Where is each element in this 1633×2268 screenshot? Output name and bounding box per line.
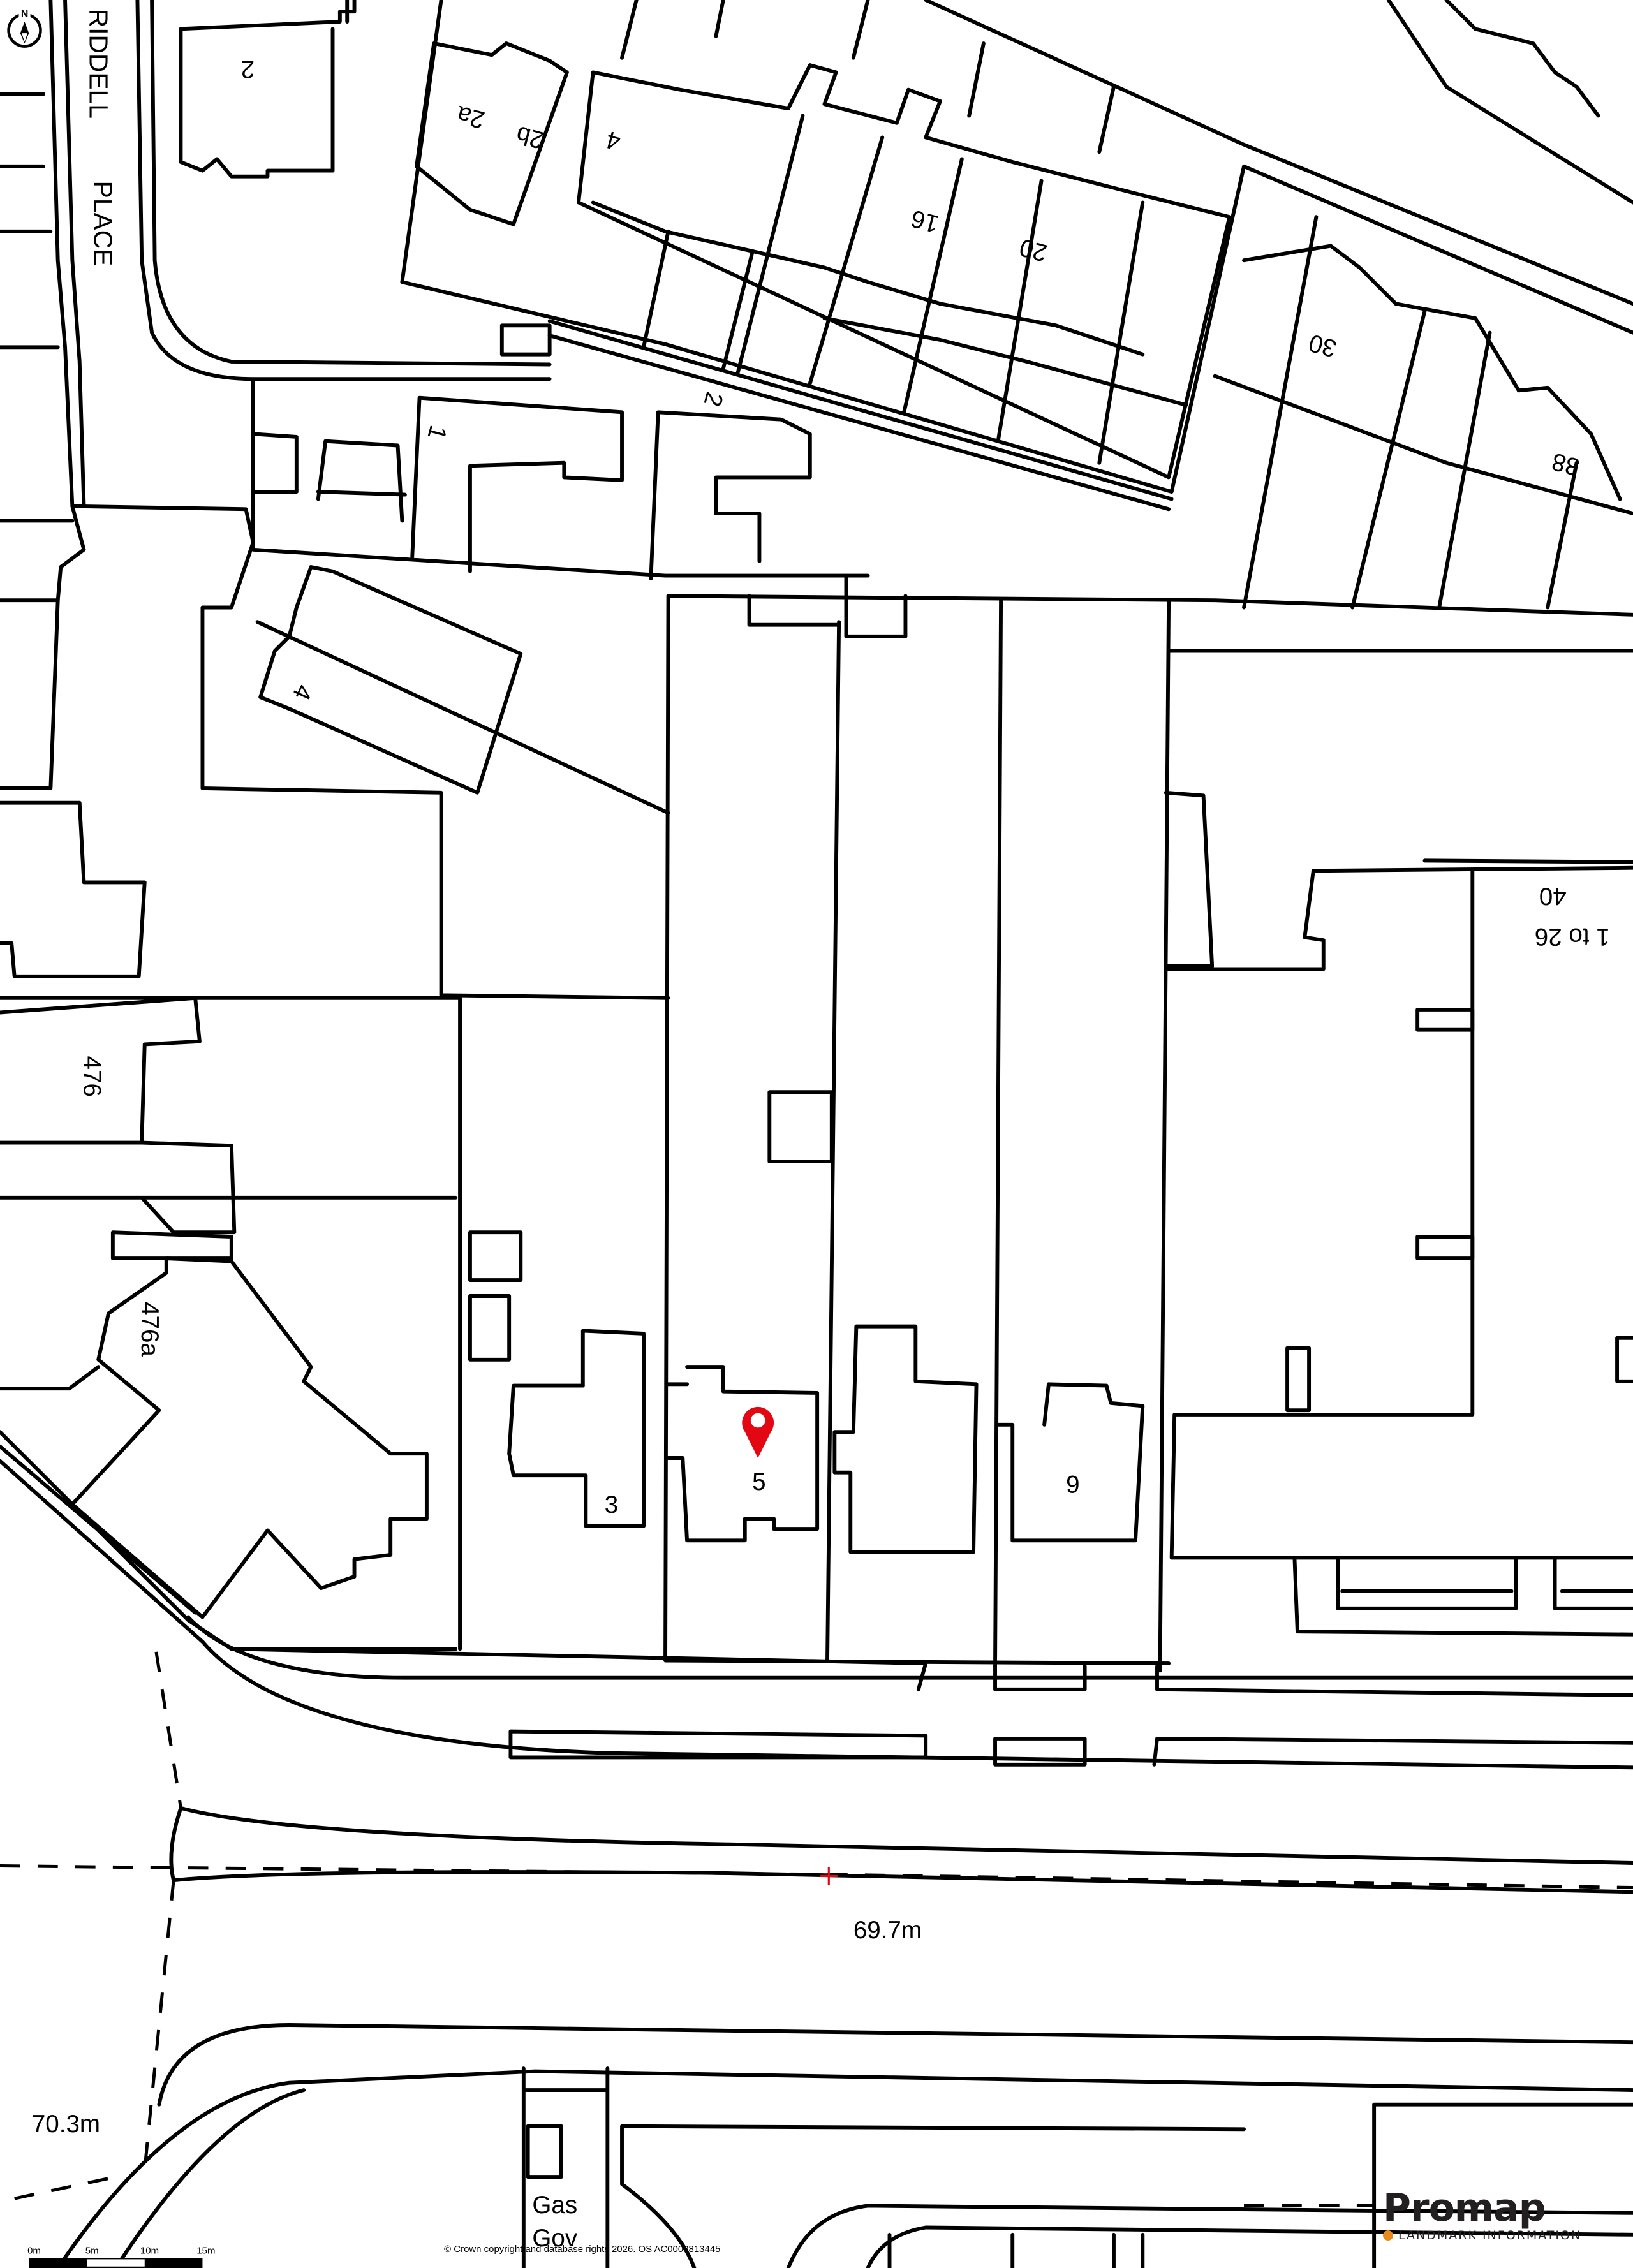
spot-height: 69.7m — [853, 1917, 922, 1944]
house-number: 3 — [605, 1491, 618, 1519]
scale-bar: 0m 5m 10m 15m — [27, 2245, 215, 2268]
feature-label-gov: Gov — [532, 2225, 577, 2252]
street-label-place: PLACE — [88, 180, 117, 266]
spot-height: 70.3m — [32, 2110, 100, 2138]
feature-label-gas: Gas — [532, 2191, 577, 2219]
house-number: 9 — [1066, 1471, 1079, 1498]
map-labels: RIDDELL PLACE 2 2a 2b 4 16 20 30 38 1 2 … — [32, 9, 1610, 2252]
house-number: 476 — [78, 1056, 106, 1097]
logo-tagline: LANDMARK INFORMATION — [1398, 2228, 1582, 2242]
svg-text:5m: 5m — [85, 2245, 99, 2256]
svg-text:0m: 0m — [27, 2245, 41, 2256]
house-number: 30 — [1306, 328, 1340, 362]
house-number: 1 — [422, 422, 452, 443]
street-label-riddell: RIDDELL — [84, 9, 114, 119]
north-arrow-icon: N — [7, 8, 42, 48]
svg-text:N: N — [21, 9, 28, 20]
house-number: 2a — [454, 100, 487, 134]
svg-text:15m: 15m — [196, 2245, 215, 2256]
house-number: 1 to 26 — [1535, 923, 1610, 950]
house-number-5: 5 — [752, 1468, 765, 1496]
promap-logo: Promap LANDMARK INFORMATION — [1383, 2189, 1581, 2242]
logo-dot-icon — [1383, 2230, 1393, 2241]
house-number: 2b — [514, 121, 547, 154]
copyright-notice: © Crown copyright and database rights 20… — [444, 2244, 720, 2255]
survey-cross — [820, 1867, 838, 1885]
house-number: 40 — [1539, 882, 1567, 909]
road-riddell-place — [48, 0, 552, 610]
house-number: 2 — [241, 55, 255, 82]
house-number: 4 — [287, 681, 318, 705]
house-number: 16 — [908, 204, 942, 238]
house-number: 38 — [1549, 447, 1583, 481]
location-pin-icon[interactable] — [742, 1406, 774, 1458]
house-number: 4 — [603, 126, 624, 156]
house-number: 476a — [136, 1302, 163, 1357]
house-number: 20 — [1017, 233, 1051, 267]
logo-wordmark: Promap — [1383, 2186, 1546, 2230]
house-number: 2 — [698, 389, 728, 409]
svg-text:10m: 10m — [140, 2245, 159, 2256]
